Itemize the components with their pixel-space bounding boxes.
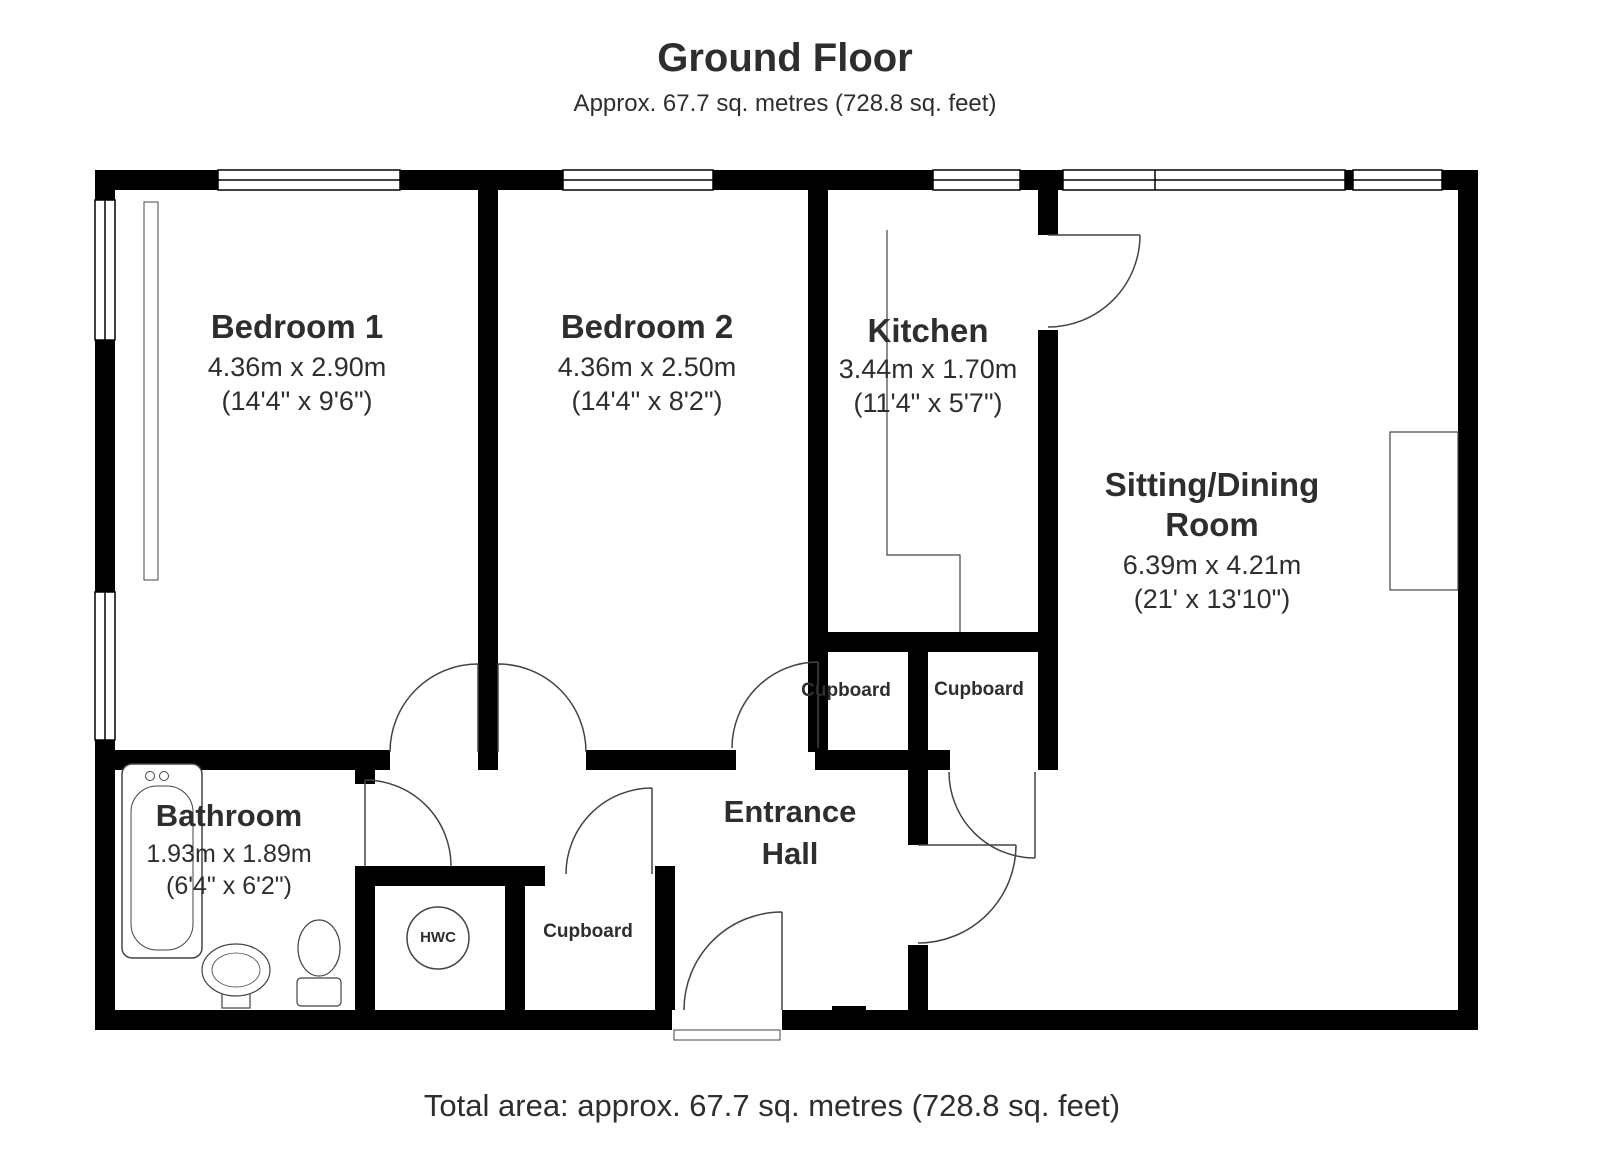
fixtures xyxy=(121,201,1459,1041)
windows xyxy=(94,169,1443,741)
bathroom-imperial: (6'4" x 6'2") xyxy=(166,872,292,900)
wall-kitchen-south xyxy=(828,632,1038,652)
window-bedroom1 xyxy=(217,169,401,191)
window-left-lower xyxy=(94,591,116,741)
hwc-label: HWC xyxy=(420,929,456,946)
cupboard-hall-label: Cupboard xyxy=(543,921,633,942)
wall-cupboard-hall-stub xyxy=(525,866,545,886)
kitchen-metric: 3.44m x 1.70m xyxy=(838,354,1018,384)
cupboard-kitchen-left-label: Cupboard xyxy=(801,680,891,701)
wall-left-a xyxy=(95,170,115,200)
wall-hall-sitting-a xyxy=(908,770,928,845)
cupboard-kitchen-right-label: Cupboard xyxy=(934,679,1024,700)
wall-kitchen-right xyxy=(1038,330,1058,770)
hwc-cylinder xyxy=(406,906,470,970)
window-kitchen xyxy=(932,169,1021,191)
bedroom2-metric: 4.36m x 2.50m xyxy=(557,352,737,382)
page-title: Ground Floor xyxy=(657,36,913,80)
doors xyxy=(364,234,1141,1011)
wall-hall-b xyxy=(478,750,498,770)
entrance-hall-line2: Hall xyxy=(761,836,819,871)
wall-hall-d xyxy=(815,750,950,770)
wall-bed1-bed2 xyxy=(478,190,498,752)
bedroom1-imperial: (14'4" x 9'6") xyxy=(221,386,373,416)
wall-bed2-kitchen xyxy=(808,190,828,752)
bathtub xyxy=(121,763,203,959)
sitting-name-line2: Room xyxy=(1165,506,1259,543)
kitchen-name: Kitchen xyxy=(867,312,989,349)
wall-bottom-left xyxy=(95,1010,672,1030)
door-cupboard-hall xyxy=(565,787,653,875)
wall-left-b xyxy=(95,340,115,592)
wall-right xyxy=(1458,170,1478,1030)
sitting-metric: 6.39m x 4.21m xyxy=(1122,550,1302,580)
toilet xyxy=(296,919,342,1007)
wall-bathroom-right-b xyxy=(355,866,375,1010)
radiator-bedroom1 xyxy=(143,201,159,581)
total-area-text: Total area: approx. 67.7 sq. metres (728… xyxy=(423,1088,1121,1123)
window-left-upper xyxy=(94,199,116,341)
window-sitting-long xyxy=(1062,169,1346,191)
wall-left-c xyxy=(95,740,115,1030)
wall-hall-sitting-b xyxy=(908,945,928,1010)
bedroom2-name: Bedroom 2 xyxy=(560,308,734,345)
sink xyxy=(201,943,271,1009)
wall-hall-c xyxy=(586,750,736,770)
door-kitchen xyxy=(1047,234,1141,328)
door-sitting-room xyxy=(917,844,1017,944)
sitting-name-line1: Sitting/Dining xyxy=(1104,466,1320,503)
door-entrance xyxy=(683,911,783,1011)
door-cupboard-right xyxy=(948,771,1036,859)
wall-bottom-right xyxy=(782,1010,1478,1030)
door-bedroom1 xyxy=(389,663,479,753)
bedroom1-name: Bedroom 1 xyxy=(210,308,384,345)
kitchen-counter xyxy=(886,230,961,632)
bathroom-name: Bathroom xyxy=(155,798,303,833)
door-cupboard-left xyxy=(731,661,819,749)
door-bedroom2 xyxy=(497,663,587,753)
wall-cupboard-hall-right xyxy=(655,866,675,1010)
bathroom-metric: 1.93m x 1.89m xyxy=(146,840,312,868)
bedroom2-imperial: (14'4" x 8'2") xyxy=(571,386,723,416)
bedroom1-metric: 4.36m x 2.90m xyxy=(207,352,387,382)
window-bedroom2 xyxy=(562,169,714,191)
page-subtitle: Approx. 67.7 sq. metres (728.8 sq. feet) xyxy=(573,90,997,117)
sitting-imperial: (21' x 13'10") xyxy=(1133,584,1291,614)
kitchen-imperial: (11'4" x 5'7") xyxy=(853,388,1003,418)
door-bathroom xyxy=(364,779,452,867)
wall-cupboard-divider xyxy=(908,652,928,752)
entrance-threshold xyxy=(673,1029,781,1041)
window-sitting-right xyxy=(1352,169,1443,191)
wall-hwc-top xyxy=(375,866,505,886)
sitting-room-unit xyxy=(1389,431,1459,591)
wall-pier xyxy=(832,1006,866,1030)
wall-kitchen-right-stub xyxy=(1038,190,1058,235)
wall-hwc-right xyxy=(505,866,525,1010)
entrance-hall-line1: Entrance xyxy=(723,794,857,829)
